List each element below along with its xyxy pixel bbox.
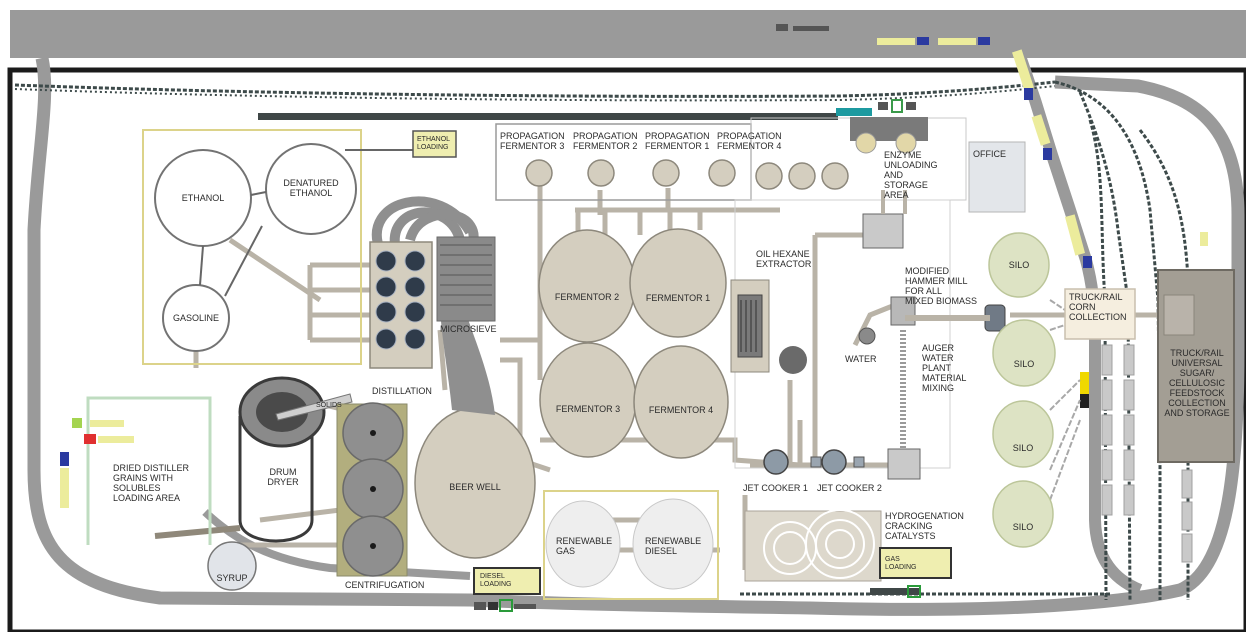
site-boundary [7,67,1246,632]
office-building [968,141,1026,213]
syrup-tank [207,541,257,591]
centrifugation-label: CENTRIFUGATION [345,580,425,590]
hydrogenation-catalyst-rings [763,509,875,579]
silos [988,232,1056,548]
jet-cooker-valve [810,456,822,468]
propagation-tanks [525,159,849,190]
gas-loading-label: GAS LOADING [885,556,917,571]
renewable-gas-label: RENEWABLE GAS [556,536,613,556]
centrifuge-hubs [370,430,376,549]
gasoline-tank [162,284,230,352]
ethanol-label: ETHANOL [181,193,225,203]
tank-connector [224,225,263,297]
solids-label: SOLIDS [316,402,342,409]
solids-chute [275,393,353,421]
oil-hexane-coil [737,294,763,358]
jet-cooker-1-label: JET COOKER 1 [743,483,808,493]
auger-mixing-unit [887,448,921,480]
syrup-label: SYRUP [216,573,248,583]
diesel-loading-label: DIESEL LOADING [480,573,512,588]
drum-dryer-label: DRUM DRYER [267,467,299,487]
universal-storage-label: TRUCK/RAIL UNIVERSAL SUGAR/ CELLULOSIC F… [1164,348,1230,418]
tank-connector [199,245,204,286]
fermentors [538,228,729,459]
silo-label: SILO [1012,443,1034,453]
enzyme-feed-tank [862,213,904,249]
renewable-gas-tank [545,500,621,588]
fermentor-1-label: FERMENTOR 1 [645,293,711,303]
oil-hexane-extractor-label: OIL HEXANE EXTRACTOR [756,249,812,269]
silo-label: SILO [1008,260,1030,270]
top-highway [10,10,1246,58]
jet-cooker-valve [853,456,865,468]
microsieve-unit [436,236,496,322]
fermentor-3-label: FERMENTOR 3 [555,404,621,414]
beer-well-outlet [440,300,495,415]
highway-vehicles [776,24,990,45]
ddgs-conveyor [154,525,241,539]
oil-hexane-coil-lines [740,300,757,352]
silo-label: SILO [1013,359,1035,369]
gasoline-label: GASOLINE [172,313,219,323]
ethanol-loading-box [412,130,457,158]
universal-storage-inner [1163,294,1195,336]
hammer-mill-label: MODIFIED HAMMER MILL FOR ALL MIXED BIOMA… [905,266,978,306]
denatured-ethanol-tank [265,143,357,235]
ddgs-trucks [72,418,134,444]
silo-label: SILO [1012,522,1034,532]
ddgs-area-outline [86,396,212,545]
diesel-loading-box [473,567,541,595]
propagation-fermentor-1-label: PROPAGATION FERMENTOR 1 [645,131,710,151]
jet-cooker-2-label: JET COOKER 2 [817,483,882,493]
corn-collection-rail-cars [1101,344,1193,563]
corn-collection-label: TRUCK/RAIL CORN COLLECTION [1069,292,1127,322]
ethanol-loading-label: ETHANOL LOADING [417,136,451,151]
jet-cooker-2 [821,449,847,475]
tank-connector [250,191,267,196]
microsieve-label: MICROSIEVE [440,324,497,334]
propagation-fermentor-3-label: PROPAGATION FERMENTOR 3 [500,131,565,151]
renewable-diesel-tank [632,498,714,590]
hexane-vessel [779,346,807,374]
water-inlet [858,327,876,345]
propagation-fermentor-2-label: PROPAGATION FERMENTOR 2 [573,131,638,151]
auger-label: AUGER WATER PLANT MATERIAL MIXING [922,343,967,393]
ddgs-access-road [202,509,471,580]
perimeter-road [27,56,1245,616]
office-label: OFFICE [973,149,1006,159]
fermentor-2-label: FERMENTOR 2 [554,292,620,302]
propagation-fermentor-4-label: PROPAGATION FERMENTOR 4 [717,131,782,151]
jet-cooker-1 [763,449,789,475]
rail-cars [258,108,920,595]
renewable-fuels-area [543,490,719,600]
renewable-diesel-label: RENEWABLE DIESEL [645,536,702,556]
distillation-label: DISTILLATION [372,386,432,396]
ddgs-area-label: DRIED DISTILLER GRAINS WITH SOLUBLES LOA… [113,463,190,503]
fermentor-4-label: FERMENTOR 4 [648,405,714,415]
enzyme-vehicles [878,99,916,113]
denatured-ethanol-label: DENATURED ETHANOL [283,178,339,198]
trucks-on-access-road [60,49,1208,612]
drum-dryer-belt [238,416,314,543]
hydrogenation-label: HYDROGENATION CRACKING CATALYSTS [885,511,964,541]
corn-collection-building [1064,288,1136,340]
enzyme-area-label: ENZYME UNLOADING AND STORAGE AREA [884,150,938,200]
water-label: WATER [845,354,877,364]
gas-loading-box [879,547,952,579]
microsieve-mesh [440,244,492,306]
enzyme-tanks [855,132,917,154]
distillation-columns [375,250,426,350]
beer-well-label: BEER WELL [449,482,501,492]
fuel-storage-area [142,129,362,365]
